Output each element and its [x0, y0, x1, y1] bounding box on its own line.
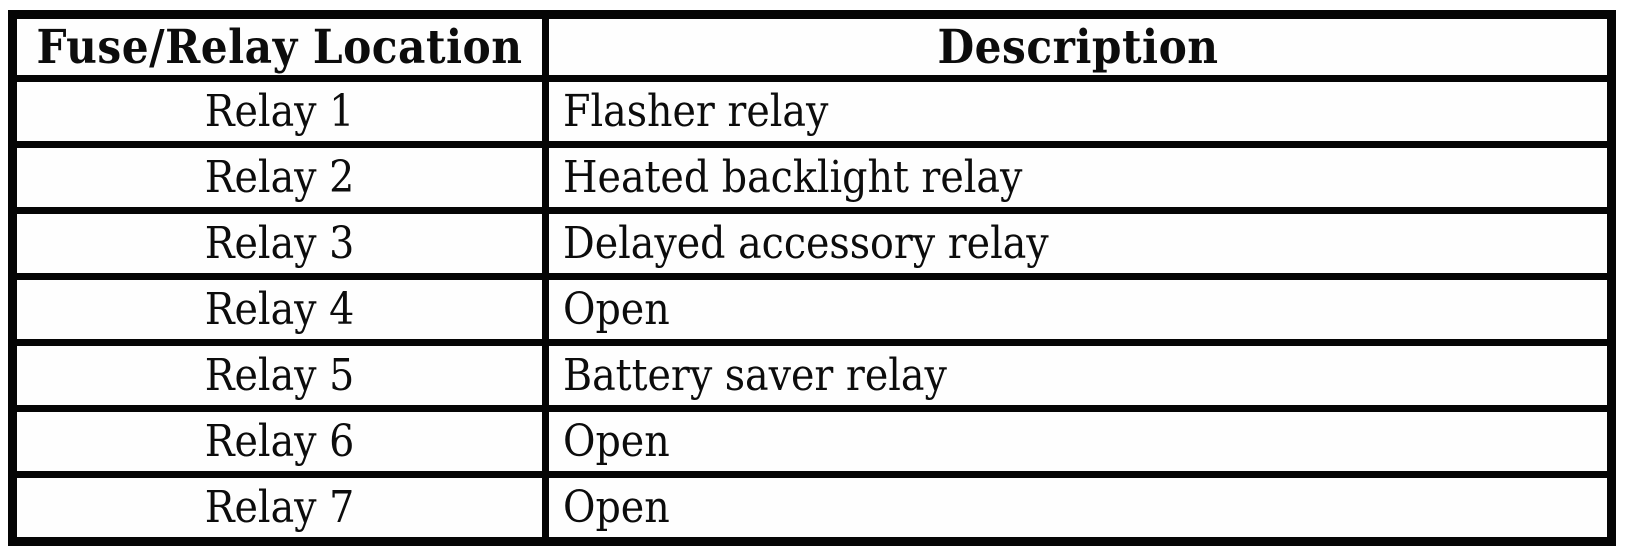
cell-location: Relay 2	[9, 140, 549, 214]
header-cell-location: Fuse/Relay Location	[9, 11, 549, 82]
table-row: Relay 6 Open	[9, 404, 1615, 478]
cell-description: Open	[542, 272, 1615, 346]
cell-description: Heated backlight relay	[542, 140, 1615, 214]
header-row: Fuse/Relay Location Description	[9, 11, 1615, 82]
cell-location: Relay 3	[9, 206, 549, 280]
cell-location: Relay 4	[9, 272, 549, 346]
cell-description: Open	[542, 404, 1615, 478]
cell-description: Delayed accessory relay	[542, 206, 1615, 280]
table-row: Relay 4 Open	[9, 272, 1615, 346]
table-row: Relay 2 Heated backlight relay	[9, 140, 1615, 214]
header-cell-description: Description	[542, 11, 1615, 82]
cell-location: Relay 6	[9, 404, 549, 478]
cell-description: Battery saver relay	[542, 338, 1615, 412]
cell-description: Flasher relay	[542, 75, 1615, 148]
cell-description: Open	[542, 470, 1615, 546]
cell-location: Relay 7	[9, 470, 549, 546]
table-row: Relay 1 Flasher relay	[9, 75, 1615, 148]
fuse-relay-table: Fuse/Relay Location Description Relay 1 …	[8, 10, 1616, 546]
cell-location: Relay 1	[9, 75, 549, 148]
table-row: Relay 7 Open	[9, 470, 1615, 546]
table-row: Relay 5 Battery saver relay	[9, 338, 1615, 412]
table-row: Relay 3 Delayed accessory relay	[9, 206, 1615, 280]
cell-location: Relay 5	[9, 338, 549, 412]
